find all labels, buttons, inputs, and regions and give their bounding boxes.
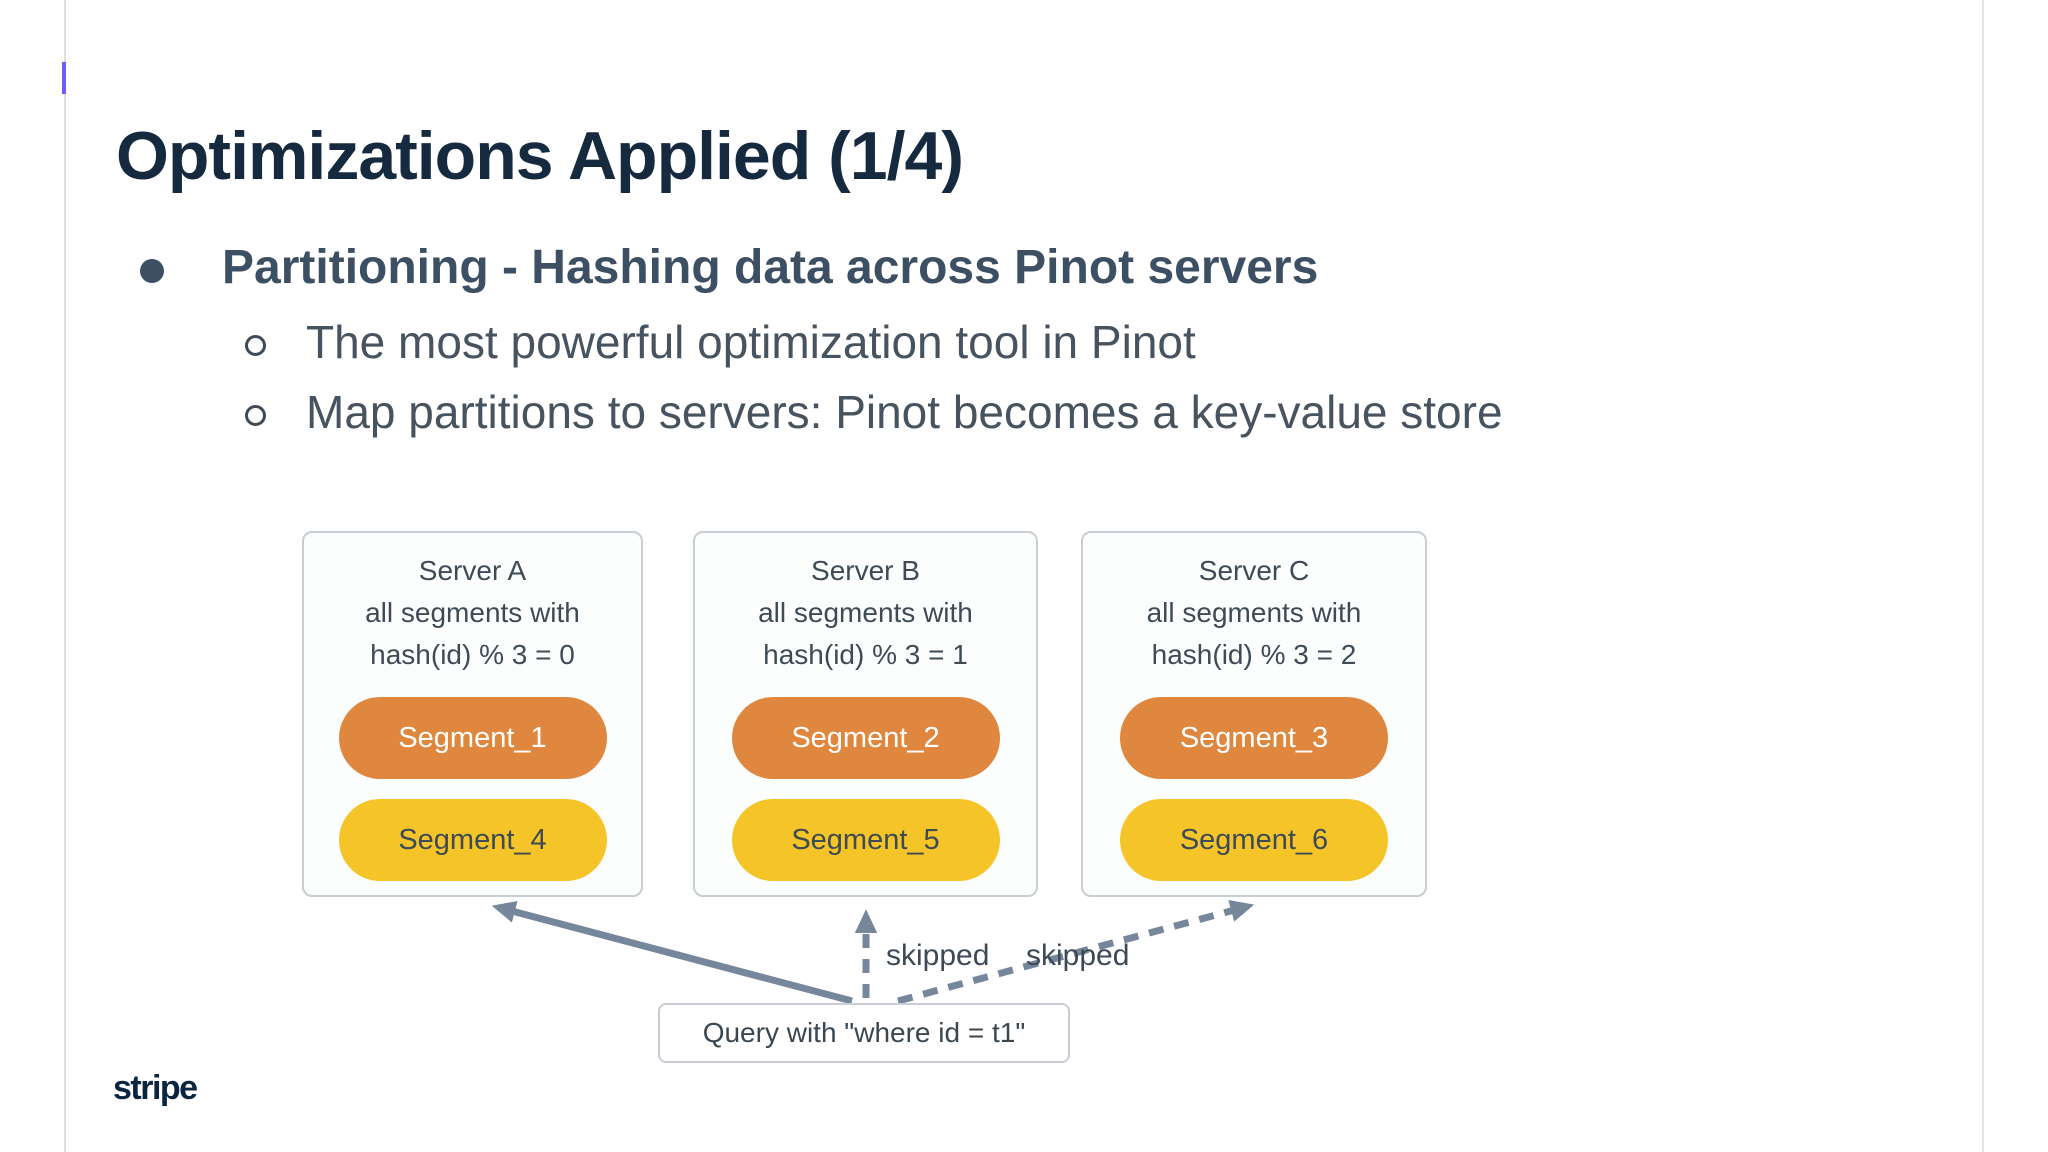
segment-pill[interactable]: Segment_2	[731, 697, 1000, 779]
server-b-label: Server B all segments with hash(id) % 3 …	[758, 555, 973, 670]
text-cursor	[62, 62, 66, 94]
server-a-label: Server A all segments with hash(id) % 3 …	[365, 555, 580, 670]
skipped-label-server-c[interactable]: skipped	[1026, 939, 1130, 972]
query-box[interactable]: Query with "where id = t1"	[658, 1003, 1070, 1063]
server-b-box[interactable]: Server B all segments with hash(id) % 3 …	[693, 531, 1038, 897]
server-c-box[interactable]: Server C all segments with hash(id) % 3 …	[1081, 531, 1427, 897]
segment-pill[interactable]: Segment_6	[1120, 799, 1388, 881]
bullet-circle-icon	[245, 405, 266, 426]
bullet-circle-icon	[245, 335, 266, 356]
slide-canvas-left-edge	[64, 0, 66, 1152]
stripe-logo: stripe	[113, 1069, 198, 1107]
query-to-server-a-arrow[interactable]	[491, 900, 853, 1005]
segment-pill[interactable]: Segment_5	[731, 799, 1000, 881]
server-a-box[interactable]: Server A all segments with hash(id) % 3 …	[302, 531, 643, 897]
slide-canvas-right-edge	[1982, 0, 1984, 1152]
bullet-main[interactable]: Partitioning - Hashing data across Pinot…	[222, 241, 1319, 294]
segment-pill[interactable]: Segment_4	[338, 799, 607, 881]
bullet-dot-icon	[140, 259, 164, 283]
slide-title[interactable]: Optimizations Applied (1/4)	[116, 118, 964, 194]
segment-pill[interactable]: Segment_1	[338, 697, 607, 779]
segment-pill[interactable]: Segment_3	[1120, 697, 1388, 779]
sub-bullet-1[interactable]: The most powerful optimization tool in P…	[306, 316, 1196, 368]
server-c-label: Server C all segments with hash(id) % 3 …	[1146, 555, 1362, 670]
sub-bullet-2[interactable]: Map partitions to servers: Pinot becomes…	[306, 386, 1503, 438]
skipped-label-server-b[interactable]: skipped	[886, 939, 990, 972]
